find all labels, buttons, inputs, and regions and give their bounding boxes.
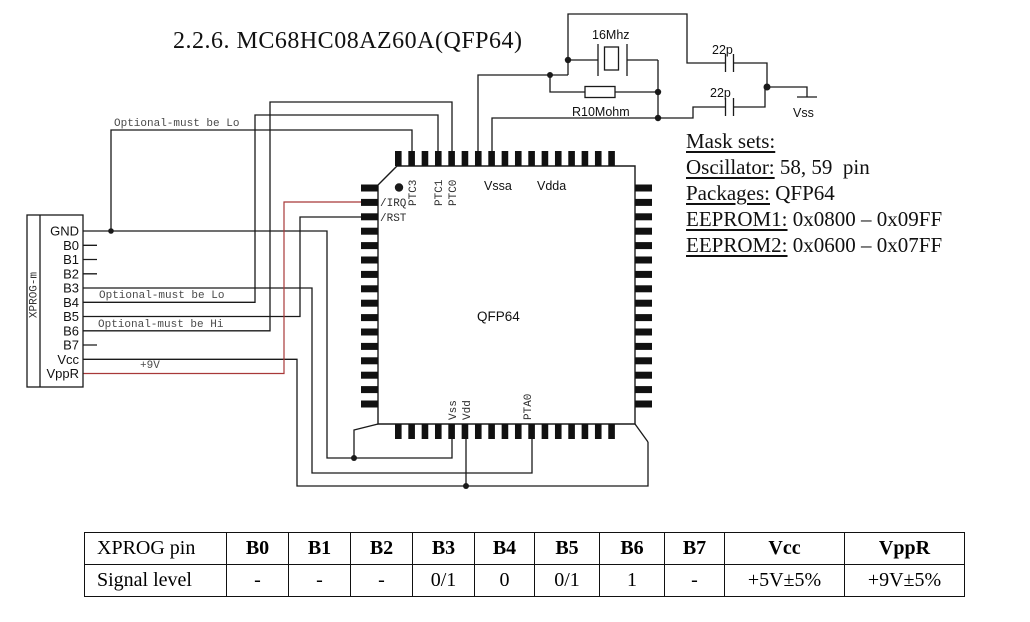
wire-gnd-vss (83, 230, 453, 459)
pin-b6: B6 (63, 323, 79, 338)
signal-level-table: XPROG pin B0 B1 B2 B3 B4 B5 B6 B7 Vcc Vp… (84, 532, 965, 597)
label-rst: /RST (380, 213, 407, 225)
wire-vppr-irq (83, 201, 361, 375)
label-vss-pin: Vss (448, 400, 460, 420)
xprog-connector (26, 214, 84, 388)
note-optional-hi-b6: Optional-must be Hi (98, 319, 224, 331)
label-irq: /IRQ (380, 198, 407, 210)
connector-outline (26, 214, 84, 388)
note-plus9v: +9V (140, 360, 160, 372)
label-ptc0: PTC0 (448, 180, 460, 206)
header-b0: B0 (226, 532, 289, 565)
resistor-body (584, 85, 616, 99)
cell-vppr: +9V±5% (844, 564, 965, 597)
pin-b4: B4 (63, 295, 79, 310)
header-vcc: Vcc (724, 532, 845, 565)
junction-dots (108, 56, 771, 489)
pin1-marker-icon (394, 183, 404, 192)
header-b2: B2 (350, 532, 413, 565)
label-vssa: Vssa (484, 179, 512, 193)
header-vppr: VppR (844, 532, 965, 565)
pin-b2: B2 (63, 266, 79, 281)
info-oscillator: Oscillator: 58, 59 pin (686, 155, 870, 179)
wire-b3-pta0 (83, 287, 533, 474)
cell-b7: - (664, 564, 725, 597)
table-signal-row: Signal level - - - 0/1 0 0/1 1 - +5V±5% … (84, 564, 965, 597)
info-block: Mask sets: Oscillator: 58, 59 pin Packag… (686, 128, 942, 258)
pin-b5: B5 (63, 309, 79, 324)
chip-pin-labels: PTC3 PTC1 PTC0 /IRQ /RST Vss Vdd PTA0 Vs… (380, 179, 566, 420)
label-vdda: Vdda (537, 179, 566, 193)
wire-b5-rst (83, 216, 361, 318)
header-b4: B4 (474, 532, 535, 565)
label-cap-bot: 22p (710, 86, 731, 100)
label-pta0-pin: PTA0 (523, 394, 535, 420)
wire-gnd-ptc3 (110, 129, 413, 231)
connector-name: XPROG-m (29, 272, 41, 319)
label-cap-top: 22p (712, 43, 733, 57)
connector-pin-names: GND B0 B1 B2 B3 B4 B5 B6 B7 Vcc VppR (46, 224, 79, 382)
cell-b5: 0/1 (534, 564, 600, 597)
label-ptc3: PTC3 (408, 180, 420, 206)
cell-b4: 0 (474, 564, 535, 597)
component-plates (597, 44, 735, 116)
note-optional-lo-top: Optional-must be Lo (114, 118, 239, 130)
schematic-canvas: GND B0 B1 B2 B3 B4 B5 B6 B7 Vcc VppR XPR… (26, 13, 817, 489)
page-title: 2.2.6. MC68HC08AZ60A(QFP64) (173, 28, 523, 54)
label-ptc1: PTC1 (434, 179, 446, 206)
info-eeprom2: EEPROM2: 0x0600 – 0x07FF (686, 233, 943, 257)
label-qfp64: QFP64 (477, 309, 520, 324)
pin-vcc: Vcc (57, 352, 79, 367)
header-b6: B6 (599, 532, 665, 565)
cell-b3: 0/1 (412, 564, 475, 597)
header-b5: B5 (534, 532, 600, 565)
pin-b3: B3 (63, 281, 79, 296)
label-resistor: R10Mohm (572, 105, 630, 119)
crystal-body (603, 46, 620, 71)
info-packages: Packages: QFP64 (686, 181, 835, 205)
pin-vppr: VppR (46, 366, 79, 381)
wire-vcc-vdd (83, 358, 649, 487)
oscillator-labels: 16Mhz 22p 22p R10Mohm Vss (572, 28, 814, 120)
table-header-row: XPROG pin B0 B1 B2 B3 B4 B5 B6 B7 Vcc Vp… (84, 532, 965, 565)
cell-b0: - (226, 564, 289, 597)
pin-b0: B0 (63, 238, 79, 253)
wire-b6-ptc0 (83, 101, 453, 332)
info-eeprom1: EEPROM1: 0x0800 – 0x09FF (686, 207, 943, 231)
info-mask-sets: Mask sets: (686, 129, 776, 153)
label-vss-gnd: Vss (793, 106, 814, 120)
label-crystal: 16Mhz (592, 28, 630, 42)
header-b1: B1 (288, 532, 351, 565)
cell-b6: 1 (599, 564, 665, 597)
note-optional-lo-b4: Optional-must be Lo (99, 290, 224, 302)
wire-b4-ptc1 (83, 114, 439, 303)
header-b3: B3 (412, 532, 475, 565)
chip-pins (361, 151, 652, 439)
cell-b1: - (288, 564, 351, 597)
annotations: Optional-must be Lo Optional-must be Lo … (98, 118, 239, 372)
cell-vcc: +5V±5% (724, 564, 845, 597)
pin-b1: B1 (63, 252, 79, 267)
wire-stubs (83, 244, 97, 346)
pin-gnd: GND (50, 224, 79, 239)
pin-b7: B7 (63, 338, 79, 353)
cell-b2: - (350, 564, 413, 597)
cell-signal-level: Signal level (84, 564, 227, 597)
header-xprog-pin: XPROG pin (84, 532, 227, 565)
label-vdd-pin: Vdd (462, 400, 474, 420)
header-b7: B7 (664, 532, 725, 565)
